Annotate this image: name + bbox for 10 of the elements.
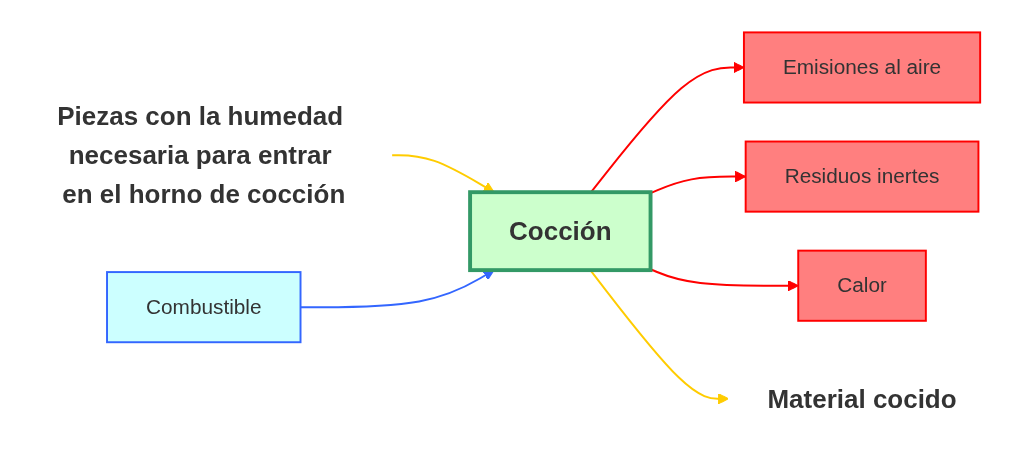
node-box: Cocción [468, 190, 653, 272]
arrow [590, 61, 745, 194]
node-box: Emisiones al aire [742, 31, 982, 104]
node-text: Piezas con la humedad necesaria para entrar en el horno de cocción [57, 101, 346, 209]
node-box: Combustible [106, 271, 302, 344]
node-text: Material cocido [767, 384, 957, 413]
node-box: Calor [797, 249, 927, 322]
arrow [649, 268, 799, 292]
arrow [391, 154, 495, 193]
node-box: Residuos inertes [744, 140, 980, 213]
